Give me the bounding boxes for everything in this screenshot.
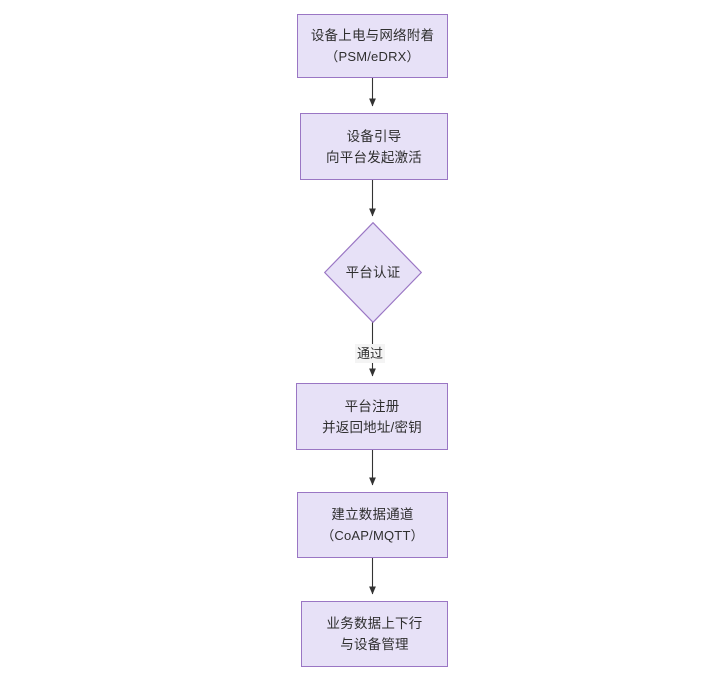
node-line-1: 建立数据通道 (331, 507, 414, 522)
node-platform-auth-decision[interactable]: 平台认证 (324, 222, 422, 323)
node-data-channel[interactable]: 建立数据通道 （CoAP/MQTT） (297, 492, 448, 558)
node-line-2: （CoAP/MQTT） (321, 528, 424, 543)
node-line-2: 并返回地址/密钥 (322, 419, 422, 435)
node-line-2: 与设备管理 (340, 637, 409, 652)
node-device-bootstrap[interactable]: 设备引导 向平台发起激活 (300, 113, 448, 180)
node-platform-register[interactable]: 平台注册 并返回地址/密钥 (296, 383, 448, 450)
node-line-1: 设备引导 (346, 128, 402, 144)
diamond-shape (324, 222, 422, 323)
node-line-2: （PSM/eDRX） (325, 49, 420, 64)
node-line-1: 平台认证 (345, 264, 401, 280)
node-business-data[interactable]: 业务数据上下行 与设备管理 (301, 601, 448, 667)
edge-label-pass: 通过 (355, 344, 386, 363)
node-line-1: 设备上电与网络附着 (310, 28, 435, 43)
node-line-1: 平台注册 (344, 398, 400, 414)
node-line-2: 向平台发起激活 (326, 149, 422, 165)
node-line-1: 业务数据上下行 (326, 616, 423, 631)
node-device-power-on[interactable]: 设备上电与网络附着 （PSM/eDRX） (297, 14, 448, 78)
